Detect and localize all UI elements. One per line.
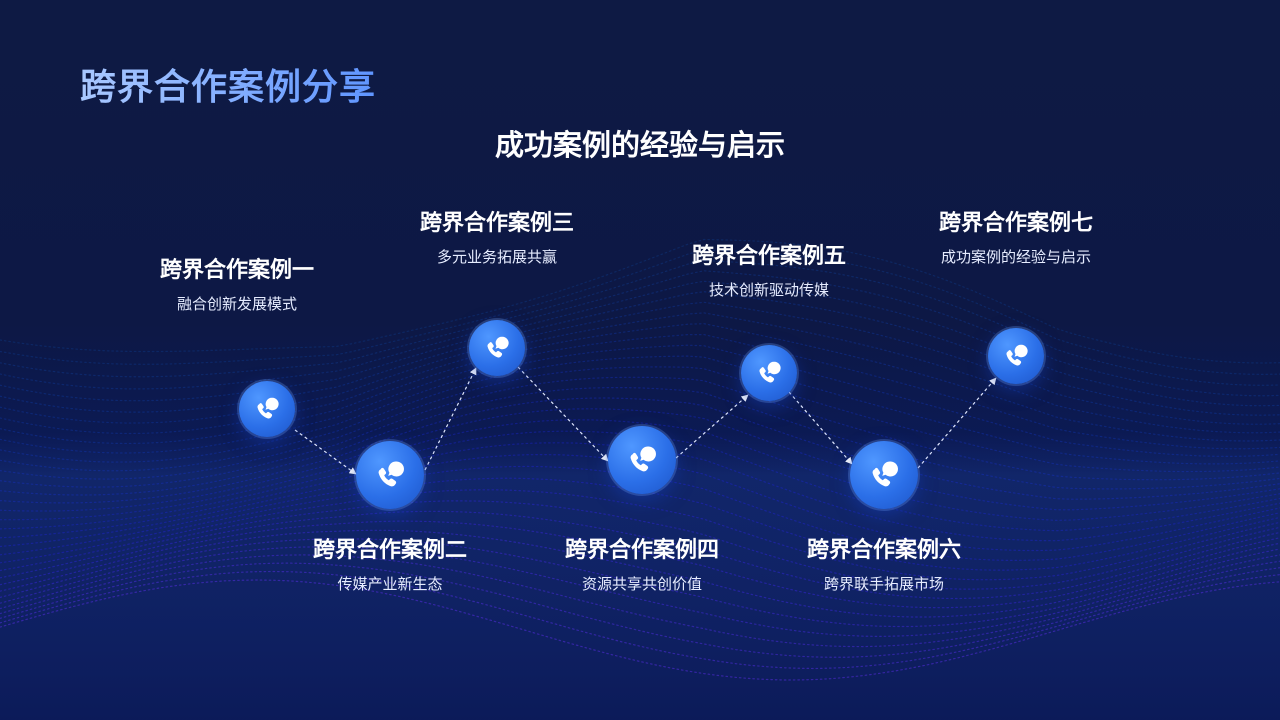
case-5-label: 跨界合作案例五 技术创新驱动传媒: [649, 241, 889, 301]
connector-4-5: [675, 394, 749, 459]
case-3-title: 跨界合作案例三: [419, 210, 574, 235]
connector-5-6: [788, 391, 853, 465]
case-6-desc: 跨界联手拓展市场: [823, 576, 944, 593]
phone-chat-icon: [624, 442, 660, 478]
case-7-label: 跨界合作案例七 成功案例的经验与启示: [896, 208, 1136, 268]
case-7-desc: 成功案例的经验与启示: [940, 249, 1091, 266]
case-3-desc: 多元业务拓展共赢: [436, 249, 557, 266]
case-7-node[interactable]: [988, 328, 1044, 384]
page-subtitle: 成功案例的经验与启示: [494, 130, 785, 162]
case-5-desc: 技术创新驱动传媒: [708, 282, 829, 299]
case-5-title: 跨界合作案例五: [691, 243, 846, 268]
case-6-title: 跨界合作案例六: [806, 537, 961, 562]
phone-chat-icon: [866, 457, 902, 493]
page-title: 跨界合作案例分享: [80, 58, 376, 110]
case-5-node[interactable]: [741, 345, 797, 401]
phone-chat-icon: [252, 394, 282, 424]
case-4-title: 跨界合作案例四: [564, 537, 719, 562]
connector-3-4: [517, 366, 609, 462]
case-1-desc: 融合创新发展模式: [176, 296, 297, 313]
connector-2-3: [424, 367, 477, 471]
connector-6-7: [917, 377, 997, 469]
case-2-node[interactable]: [356, 441, 424, 509]
case-6-label: 跨界合作案例六 跨界联手拓展市场: [764, 535, 1004, 595]
case-1-label: 跨界合作案例一 融合创新发展模式: [117, 255, 357, 315]
case-3-label: 跨界合作案例三 多元业务拓展共赢: [377, 208, 617, 268]
case-6-node[interactable]: [850, 441, 918, 509]
case-4-node[interactable]: [608, 426, 676, 494]
case-1-node[interactable]: [239, 381, 295, 437]
case-7-title: 跨界合作案例七: [938, 210, 1093, 235]
case-4-label: 跨界合作案例四 资源共享共创价值: [522, 535, 762, 595]
phone-chat-icon: [754, 358, 784, 388]
phone-chat-icon: [372, 457, 408, 493]
case-4-desc: 资源共享共创价值: [581, 576, 702, 593]
case-2-desc: 传媒产业新生态: [337, 576, 443, 593]
case-3-node[interactable]: [469, 320, 525, 376]
case-2-title: 跨界合作案例二: [312, 537, 467, 562]
connector-1-2: [294, 429, 357, 475]
case-1-title: 跨界合作案例一: [159, 257, 314, 282]
phone-chat-icon: [1001, 341, 1031, 371]
case-2-label: 跨界合作案例二 传媒产业新生态: [270, 535, 510, 595]
phone-chat-icon: [482, 333, 512, 363]
